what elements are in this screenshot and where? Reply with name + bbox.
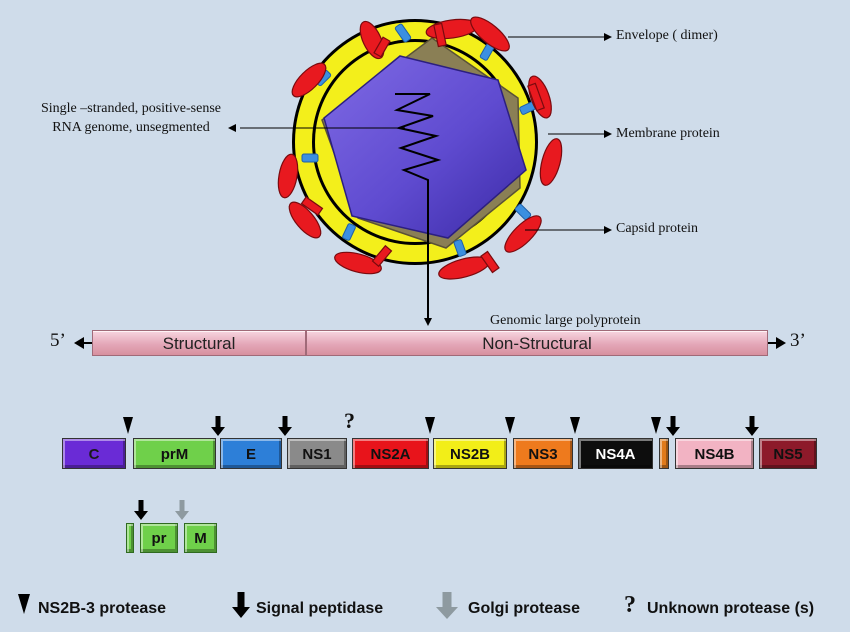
- gene-ns4b: NS4B: [675, 438, 754, 469]
- legend-ns2b3-label: NS2B-3 protease: [38, 600, 167, 617]
- membrane-proteins: [301, 23, 537, 257]
- legend-unknown-icon: ?: [624, 592, 636, 618]
- leader-arrowheads: [228, 33, 612, 234]
- legend-golgi-label: Golgi protease: [468, 600, 581, 617]
- gene-c: C: [62, 438, 126, 469]
- leader-lines: [240, 36, 606, 231]
- five-prime-label: 5’: [50, 330, 66, 351]
- gene-prm: prM: [133, 438, 216, 469]
- legend-ns2b3-icon: [18, 594, 30, 614]
- gene-ns2a: NS2A: [352, 438, 429, 469]
- signal-peptidase-sites: [134, 416, 759, 520]
- polyprotein-title: Genomic large polyprotein: [490, 313, 641, 328]
- gene-ns5: NS5: [759, 438, 817, 469]
- legend-unknown-label: Unknown protease (s): [647, 600, 815, 617]
- envelope-dimers: [277, 16, 563, 280]
- golgi-protease-site: [175, 500, 189, 520]
- rna-genome: [393, 93, 442, 322]
- gene-ns3: NS3: [513, 438, 573, 469]
- gene-e: E: [220, 438, 282, 469]
- pr-peptide: pr: [140, 523, 178, 553]
- envelope-label: Envelope ( dimer): [616, 28, 718, 43]
- non-structural-region: Non-Structural: [306, 330, 768, 356]
- gene-2k-peptide: [659, 438, 669, 469]
- capsid-hexagon: [323, 55, 527, 239]
- genome-label: Single –stranded, positive-sense RNA gen…: [40, 101, 222, 135]
- gene-ns2b: NS2B: [433, 438, 507, 469]
- legend-signal-label: Signal peptidase: [256, 600, 384, 617]
- legend-golgi-icon: [436, 592, 458, 619]
- three-prime-label: 3’: [790, 330, 806, 351]
- capsid-protein-label: Capsid protein: [616, 221, 699, 236]
- five-prime-arrowhead: [74, 337, 84, 349]
- prm-stub: [126, 523, 134, 553]
- gene-ns4a: NS4A: [578, 438, 653, 469]
- legend-signal-icon: [232, 592, 250, 618]
- unknown-cleavage-mark: ?: [344, 408, 355, 433]
- membrane-protein-label: Membrane protein: [616, 126, 720, 141]
- three-prime-arrowhead: [776, 337, 786, 349]
- rna-arrowhead: [424, 318, 432, 326]
- ns2b3-cleavage-sites: [123, 417, 661, 434]
- m-protein: M: [184, 523, 217, 553]
- gene-ns1: NS1: [287, 438, 347, 469]
- structural-region: Structural: [92, 330, 306, 356]
